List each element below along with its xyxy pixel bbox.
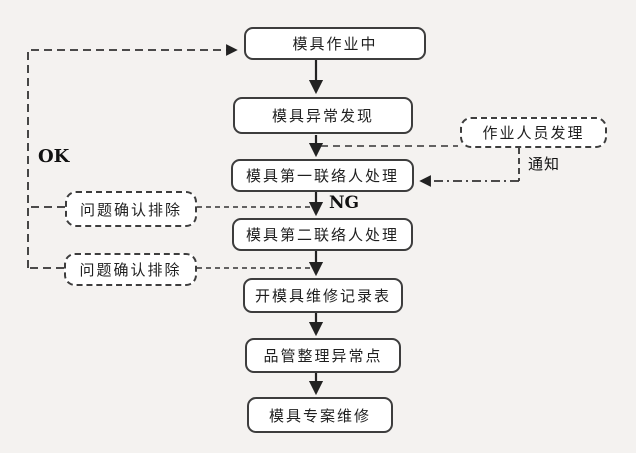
label-ok: OK [38, 146, 70, 167]
node-issue-confirmed-resolved-1: 问题确认排除 [65, 191, 197, 227]
node-second-contact-handling-label: 模具第二联络人处理 [245, 226, 399, 244]
node-mold-special-repair: 模具专案维修 [247, 397, 393, 433]
label-notify: 通知 [528, 155, 561, 173]
node-mold-special-repair-label: 模具专案维修 [268, 406, 371, 425]
node-qc-organize-abnormal-points: 品管整理异常点 [245, 338, 401, 373]
label-ng: NG [329, 193, 360, 213]
node-qc-organize-abnormal-points-label: 品管整理异常点 [263, 347, 383, 365]
node-mold-abnormality-found-label: 模具异常发现 [271, 107, 374, 125]
node-open-repair-record-label: 开模具维修记录表 [254, 287, 391, 305]
dashed-ok-return-to-operation [27, 44, 238, 268]
node-mold-in-operation-label: 模具作业中 [292, 35, 378, 53]
node-second-contact-handling: 模具第二联络人处理 [232, 218, 413, 251]
node-first-contact-handling-label: 模具第一联络人处理 [245, 167, 399, 185]
node-first-contact-handling: 模具第一联络人处理 [231, 159, 414, 192]
node-issue-confirmed-resolved-2-label: 问题确认排除 [79, 261, 182, 279]
node-issue-confirmed-resolved-2: 问题确认排除 [64, 253, 197, 286]
node-mold-in-operation: 模具作业中 [244, 27, 426, 60]
node-open-repair-record: 开模具维修记录表 [243, 278, 403, 313]
node-operator-handling-label: 作业人员发理 [482, 124, 585, 142]
node-mold-abnormality-found: 模具异常发现 [233, 97, 413, 134]
node-issue-confirmed-resolved-1-label: 问题确认排除 [79, 200, 182, 219]
node-operator-handling: 作业人员发理 [460, 117, 607, 148]
